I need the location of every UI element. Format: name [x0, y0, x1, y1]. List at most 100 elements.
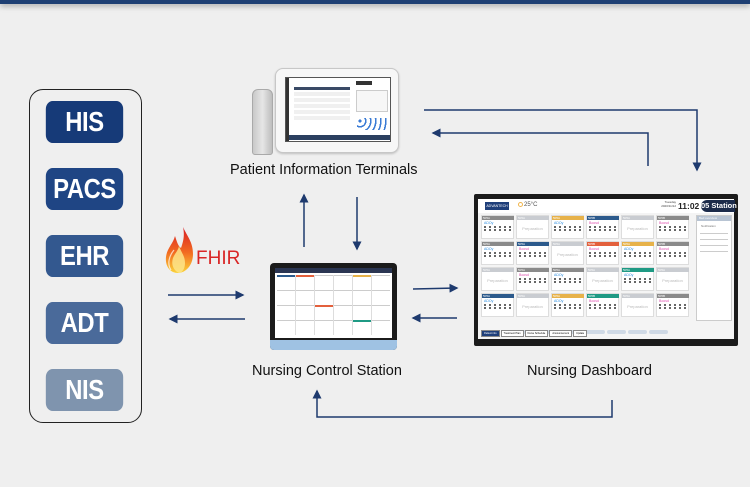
bed-card-icon-row	[554, 278, 581, 280]
bed-card-icon-row	[589, 307, 616, 309]
system-his: HIS	[45, 101, 124, 143]
bed-card-header: 505B	[587, 216, 619, 220]
bed-card-placeholder: Preparation	[627, 226, 648, 231]
bed-card-header: 505A	[587, 268, 619, 272]
bed-card-icon-row	[519, 281, 546, 283]
system-nis: NIS	[45, 369, 124, 411]
bed-card-patient: Boosd	[659, 247, 669, 251]
bed-card-icon-row	[484, 226, 511, 228]
bed-card-header: 505A	[482, 294, 514, 298]
bed-card-icon-row	[519, 252, 546, 254]
bed-card-patient: Boosd	[659, 299, 669, 303]
date-text: 2020/11/12	[661, 203, 676, 208]
bed-card-patient: Boosd	[589, 247, 599, 251]
nursing-control-station-device	[270, 263, 397, 350]
system-pacs: PACS	[45, 168, 124, 210]
bed-card-placeholder: Preparation	[662, 278, 683, 283]
bed-card-icon-row	[554, 304, 581, 306]
bed-card-placeholder: Preparation	[592, 278, 613, 283]
bed-card-icon-row	[659, 255, 686, 257]
bed-overview-panel: Bed overview Notification	[696, 215, 732, 321]
bed-card-header: 505B	[657, 216, 689, 220]
bed-card-icon-row	[484, 307, 511, 309]
arrow-dashboard-to-terminals	[431, 128, 649, 166]
filter-chip[interactable]	[628, 330, 647, 334]
notification-heading: Notification	[701, 224, 716, 228]
bed-card-icon-row	[589, 252, 616, 254]
tab-announcement[interactable]: Announcement	[549, 330, 573, 337]
filter-bar	[481, 321, 681, 334]
bed-card-icon-row	[659, 226, 686, 228]
bed-card-patient: ADOy	[624, 247, 634, 251]
bed-card-header: 505A	[622, 216, 654, 220]
control-station-screen	[275, 268, 392, 338]
bed-card-icon-row	[554, 281, 581, 283]
bed-card-placeholder: Preparation	[487, 278, 508, 283]
bed-card[interactable]: 505A Preparation	[586, 267, 619, 291]
arrow-terminals-to-dashboard	[424, 109, 702, 172]
temperature-value: 25°C	[524, 202, 538, 208]
bed-card-header: 505A	[517, 294, 549, 298]
filter-chip[interactable]	[586, 330, 605, 334]
bed-card-icon-row	[589, 226, 616, 228]
filter-chip[interactable]	[649, 330, 668, 334]
bed-card-icon-row	[554, 229, 581, 231]
bed-card-icon-row	[659, 304, 686, 306]
bed-card[interactable]: 505A Preparation	[621, 215, 654, 239]
handset-icon	[252, 89, 273, 155]
bed-card-icon-row	[484, 229, 511, 231]
tab-update[interactable]: Update	[573, 330, 588, 337]
bed-card-patient: Boosd	[589, 299, 599, 303]
bed-card-icon-row	[554, 226, 581, 228]
bed-card-icon-row	[659, 229, 686, 231]
tab-patient-info[interactable]: Patient info	[481, 330, 500, 337]
brand-logo: ADVANTECH	[485, 202, 509, 210]
bed-card-patient: ADOy	[554, 221, 564, 225]
bed-card-icon-row	[589, 229, 616, 231]
bed-card-header: 505A	[517, 242, 549, 246]
bed-card-icon-row	[589, 304, 616, 306]
bed-card-placeholder: Preparation	[557, 252, 578, 257]
system-ehr: EHR	[45, 235, 124, 277]
clock: 11:02	[678, 201, 700, 211]
bed-card-icon-row	[624, 281, 651, 283]
tab-nurse-schedule[interactable]: Nurse Schedule	[524, 330, 549, 337]
tab-treatment-plan[interactable]: Treatment Plan	[500, 330, 524, 337]
bed-card-header: 505A	[552, 294, 584, 298]
arrow-dashboard-to-station-loop	[312, 389, 613, 418]
bed-card-patient: Boosd	[519, 247, 529, 251]
bed-card-icon-row	[484, 255, 511, 257]
filter-chip[interactable]	[607, 330, 626, 334]
control-station-base	[270, 340, 397, 350]
control-station-label: Nursing Control Station	[252, 363, 402, 379]
bed-card-icon-row	[624, 255, 651, 257]
bed-card-header: 505A	[517, 216, 549, 220]
